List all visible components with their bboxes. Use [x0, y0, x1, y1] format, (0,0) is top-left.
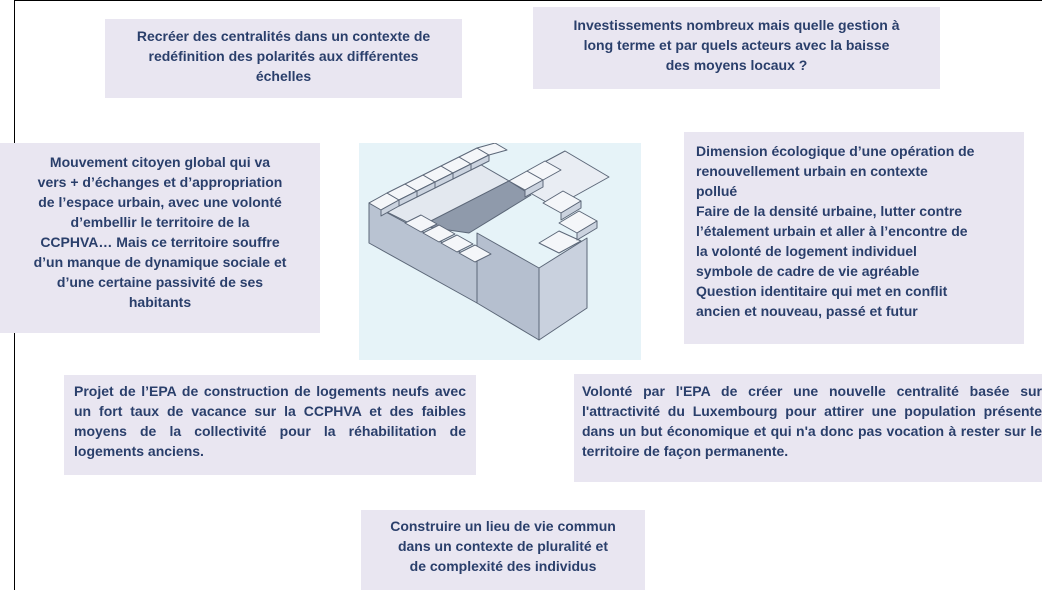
textbox-epa-housing-project: Projet de l’EPA de construction de logem… — [64, 375, 476, 475]
penrose-stairs-illustration — [359, 143, 641, 360]
textbox-citizen-movement-text: Mouvement citoyen global qui va vers + d… — [33, 154, 287, 310]
textbox-epa-luxembourg: Volonté par l'EPA de créer une nouvelle … — [574, 374, 1042, 482]
textbox-centralities: Recréer des centralités dans un contexte… — [105, 19, 462, 98]
textbox-epa-luxembourg-text: Volonté par l'EPA de créer une nouvelle … — [582, 383, 1042, 459]
penrose-staircase — [368, 143, 610, 341]
textbox-ecological-dimension: Dimension écologique d’une opération de … — [684, 132, 1024, 344]
textbox-common-living-place-text: Construire un lieu de vie commun dans un… — [390, 518, 616, 574]
textbox-citizen-movement: Mouvement citoyen global qui va vers + d… — [0, 143, 320, 333]
textbox-epa-housing-project-text: Projet de l’EPA de construction de logem… — [74, 383, 466, 459]
textbox-investments-text: Investissements nombreux mais quelle ges… — [573, 17, 900, 73]
textbox-investments: Investissements nombreux mais quelle ges… — [533, 7, 940, 89]
textbox-ecological-dimension-text: Dimension écologique d’une opération de … — [696, 143, 975, 319]
textbox-common-living-place: Construire un lieu de vie commun dans un… — [361, 510, 645, 590]
textbox-centralities-text: Recréer des centralités dans un contexte… — [136, 28, 431, 84]
